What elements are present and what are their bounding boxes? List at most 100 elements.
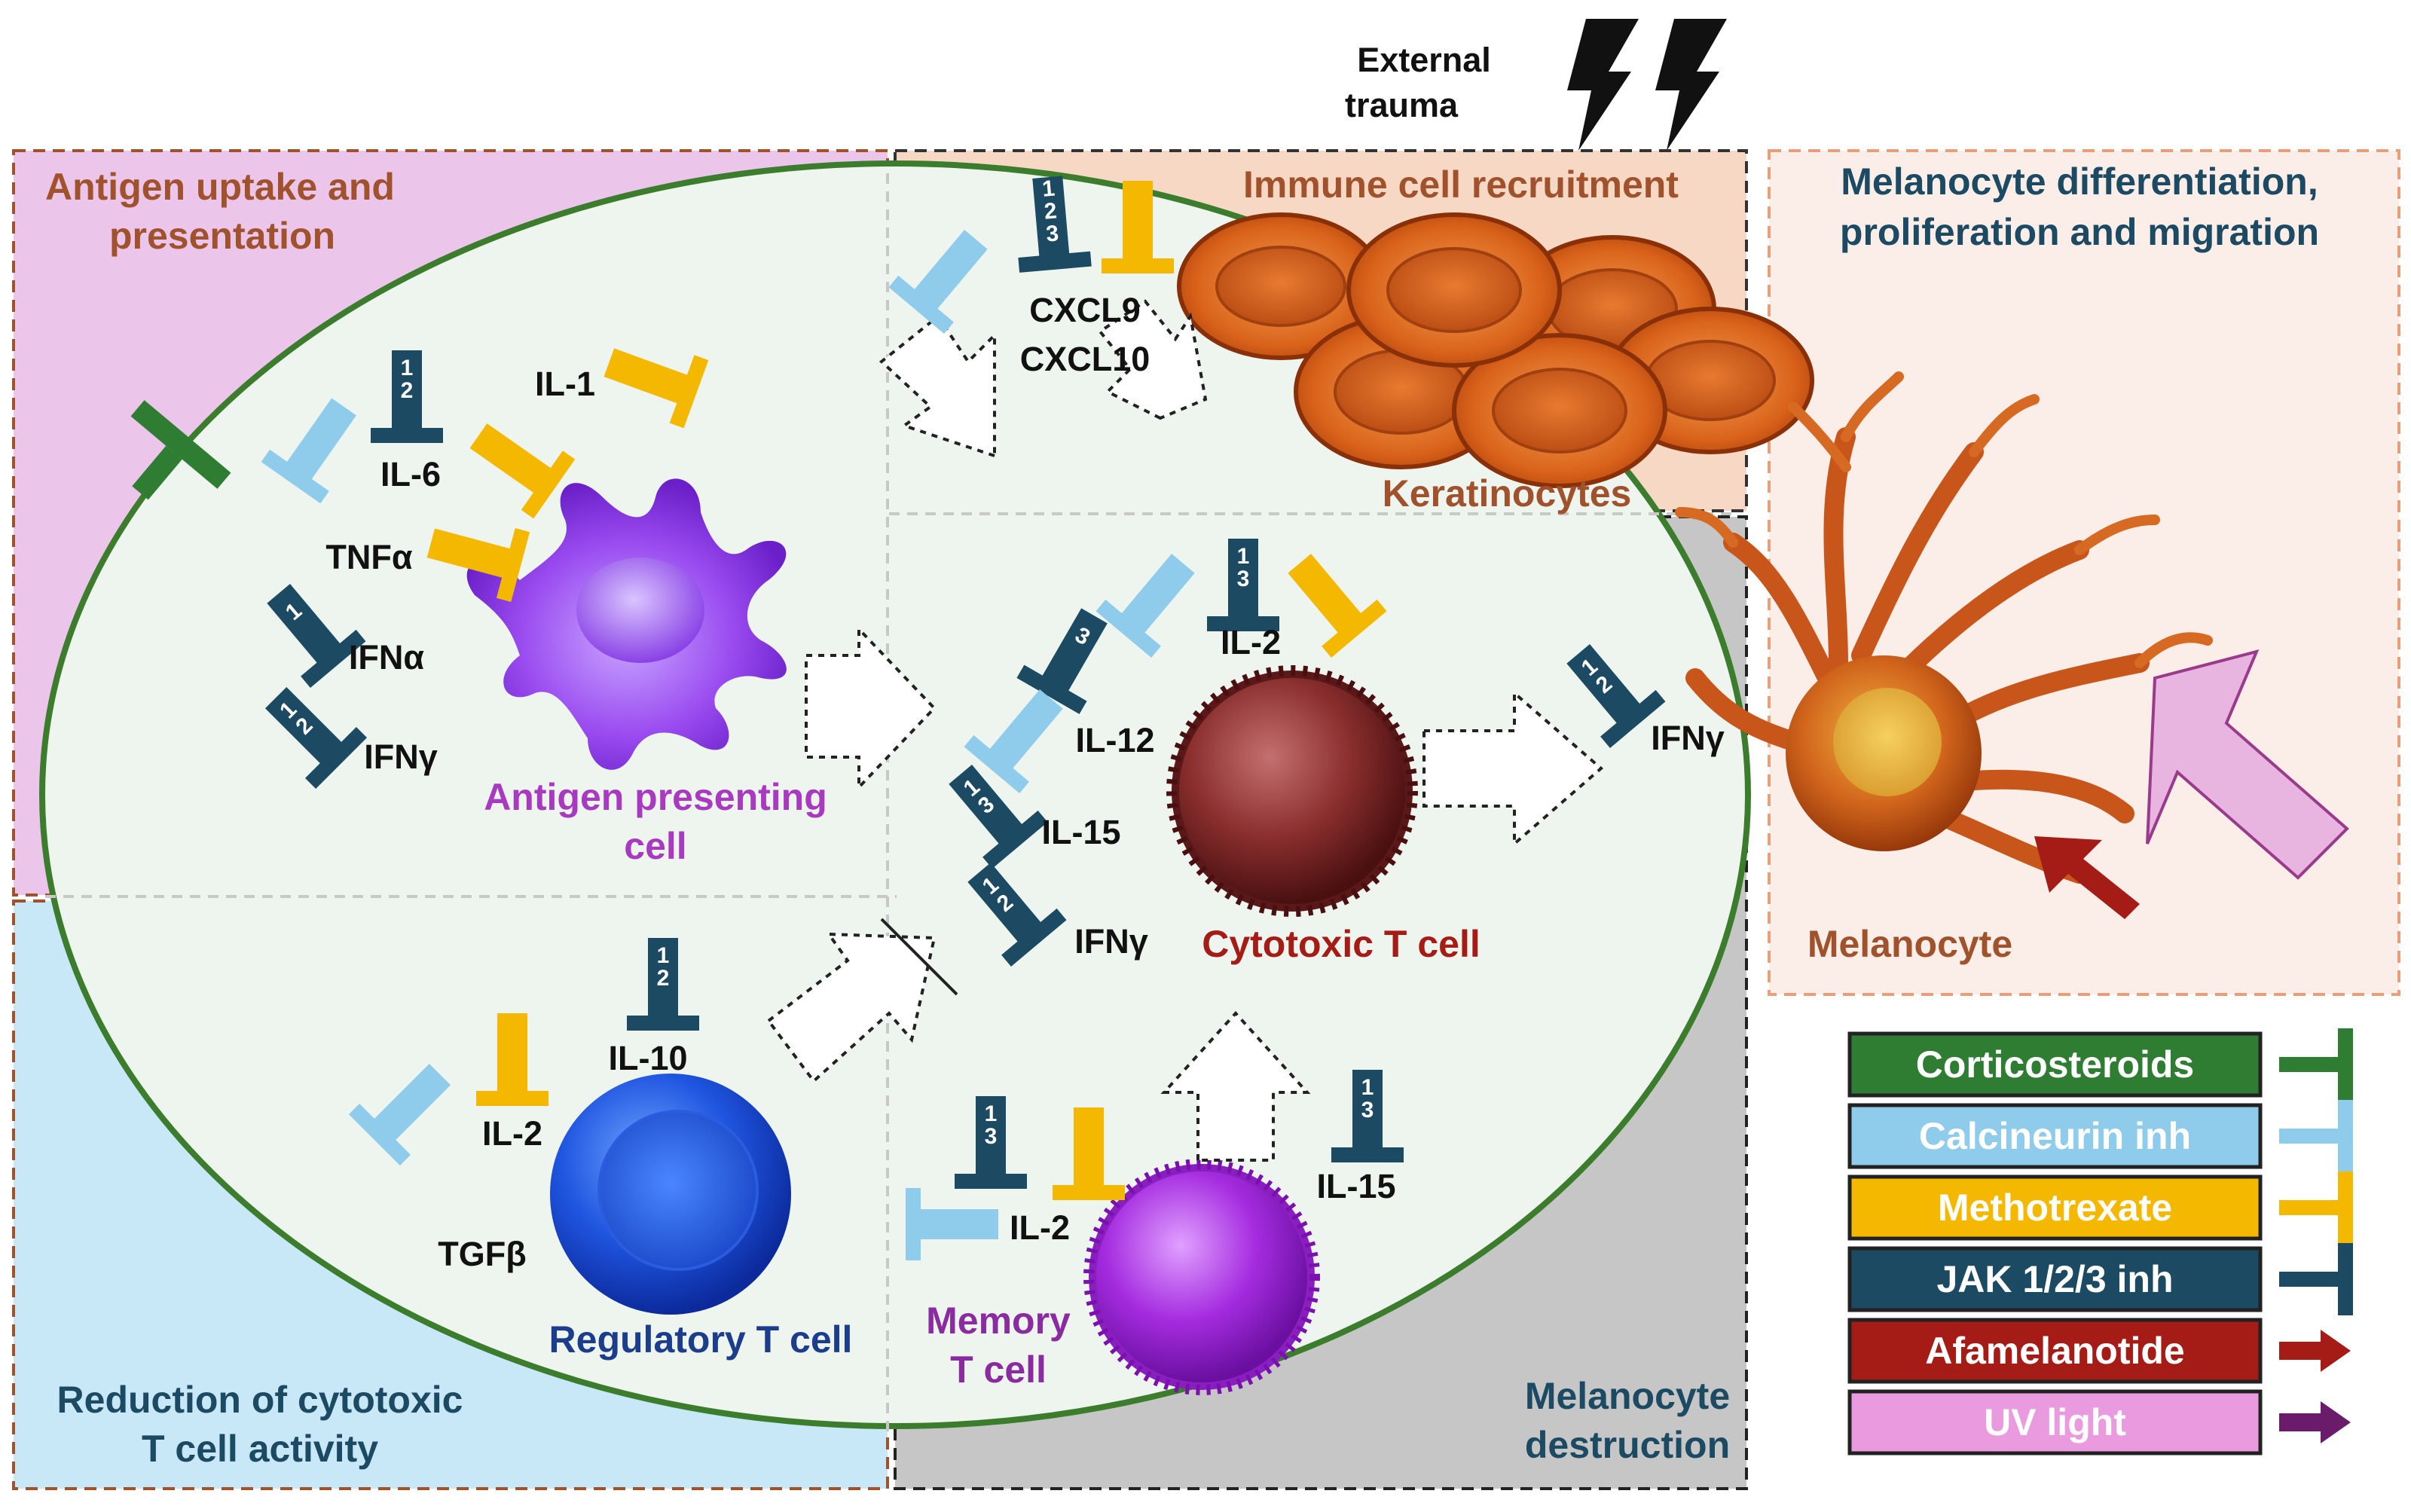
arrow-icon: [2279, 1401, 2351, 1443]
corticosteroid-inhibitor-icon: [130, 400, 231, 500]
memory-label: Memory: [926, 1300, 1071, 1342]
cytokine-ifng-apc: IFNγ: [364, 738, 438, 776]
legend-swatch: [1847, 1031, 2263, 1098]
regulatory-t-cell-image: [550, 1074, 791, 1315]
cytokine-il12: IL-12: [1075, 721, 1154, 759]
reduction-panel-title: Reduction of cytotoxic: [57, 1379, 463, 1421]
legend-swatch: [1847, 1389, 2263, 1455]
jak-number: 2: [401, 378, 414, 403]
cytokine-il6: IL-6: [380, 455, 441, 493]
methotrexate-inhibitor-icon: [1102, 181, 1174, 273]
legend-item: UV light: [1847, 1389, 2351, 1455]
jak-inhibitor-icon: 12: [371, 350, 443, 443]
immune-interaction-ellipse: [39, 160, 1751, 1429]
inhibitor-icon: [2279, 1028, 2353, 1101]
cytotoxic-label: Cytotoxic T cell: [1202, 923, 1481, 965]
cytotoxic-t-cell-image: [1166, 665, 1418, 917]
cytokine-ifng-ctl: IFNγ: [1074, 922, 1148, 961]
jak-number: 3: [1361, 1098, 1374, 1123]
afamelanotide-arrow: [2034, 836, 2140, 919]
jak-number: 2: [1043, 198, 1058, 224]
cytokine-tnfa: TNFα: [325, 538, 412, 576]
jak-number: 1: [1237, 544, 1250, 569]
memory-label-2: T cell: [950, 1349, 1047, 1391]
cytokine-ifna: IFNα: [349, 638, 424, 677]
calcineurin-inhibitor-icon: [906, 1188, 998, 1260]
flow-arrow-treg-to-ctl: [766, 932, 937, 1083]
trauma-label-2: trauma: [1345, 86, 1459, 124]
calcineurin-inhibitor-icon: [964, 689, 1063, 793]
jak-inhibitor-icon: 12: [1566, 644, 1666, 748]
cytokine-il1: IL-1: [535, 365, 595, 403]
trauma-label: External: [1357, 41, 1491, 79]
legend-label: UV light: [1984, 1401, 2126, 1443]
antigen-presenting-cell-image: [466, 478, 787, 770]
jak-inhibitor-icon: 12: [967, 863, 1067, 967]
destruction-panel-title-2: destruction: [1525, 1424, 1730, 1466]
flow-arrow-apc-to-ctl: [805, 625, 937, 791]
jak-inhibitor-icon: 13: [949, 765, 1048, 869]
jak-number: 1: [985, 1101, 998, 1126]
cytokine-tgfb: TGFβ: [438, 1235, 526, 1273]
melanocyte-image: [1675, 371, 2213, 884]
reduction-panel-title-2: T cell activity: [142, 1428, 378, 1470]
legend-label: Afamelanotide: [1925, 1330, 2185, 1372]
legend-swatch: [1847, 1318, 2263, 1384]
legend-item: Afamelanotide: [1847, 1318, 2351, 1384]
methotrexate-inhibitor-icon: [469, 423, 576, 519]
cytokine-cxcl9: CXCL9: [1029, 291, 1141, 329]
legend-label: JAK 1/2/3 inh: [1937, 1258, 2174, 1300]
flow-arrow-memory-to-ctl: [1160, 1011, 1311, 1162]
jak-inhibitor-icon: 12: [627, 938, 699, 1031]
cytokine-il2-ctl: IL-2: [1221, 623, 1281, 661]
keratinocytes-image: [1177, 212, 1814, 488]
immune-panel-title: Immune cell recruitment: [1243, 163, 1679, 206]
antigen-panel-title: Antigen uptake and: [45, 166, 395, 208]
cytokine-il2-mem: IL-2: [1010, 1208, 1070, 1247]
flow-arrow-ctl-to-ifng: [1422, 689, 1604, 848]
melanocyte-label: Melanocyte: [1807, 923, 2012, 965]
jak-inhibitor-icon: 12: [264, 686, 368, 790]
flow-arrow-cxcl-to-ctl: [1098, 299, 1208, 420]
inhibitor-icon: [2279, 1171, 2353, 1244]
cytokine-il15-mem: IL-15: [1316, 1167, 1395, 1205]
treg-inhibition-bar: [880, 918, 958, 996]
methotrexate-inhibitor-icon: [476, 1013, 549, 1106]
legend-label: Methotrexate: [1938, 1187, 2172, 1229]
uv-light-arrow: [2146, 649, 2349, 880]
legend-item: Calcineurin inh: [1847, 1100, 2353, 1172]
calcineurin-inhibitor-icon: [261, 398, 356, 504]
legend-swatch: [1847, 1174, 2263, 1241]
apc-label-2: cell: [624, 825, 686, 867]
melanocyte-panel-title-2: proliferation and migration: [1840, 211, 2319, 253]
legend-item: JAK 1/2/3 inh: [1847, 1243, 2353, 1315]
apc-label: Antigen presenting: [484, 776, 827, 818]
lightning-icon: [1567, 19, 1727, 151]
jak-number: 1: [657, 943, 670, 968]
legend-swatch: [1847, 1246, 2263, 1312]
cytokine-il15-ctl: IL-15: [1041, 813, 1120, 851]
jak-number: 3: [1237, 567, 1250, 591]
legend-label: Corticosteroids: [1916, 1043, 2195, 1086]
jak-inhibitor-icon: 13: [1207, 539, 1279, 631]
jak-inhibitor-icon: 3: [1016, 608, 1108, 714]
melanocyte-panel-title: Melanocyte differentiation,: [1841, 160, 2318, 203]
memory-t-cell-image: [1083, 1159, 1320, 1395]
jak-number: 3: [1045, 221, 1060, 246]
calcineurin-inhibitor-icon: [348, 1063, 451, 1166]
arrow-icon: [2279, 1330, 2351, 1372]
methotrexate-inhibitor-icon: [604, 348, 709, 429]
jak-inhibitor-icon: 1: [267, 584, 366, 688]
jak-inhibitor-icon: 123: [1018, 176, 1092, 273]
inhibitor-icon: [2279, 1100, 2353, 1172]
destruction-panel-title: Melanocyte: [1525, 1375, 1730, 1417]
calcineurin-inhibitor-icon: [888, 230, 988, 334]
legend-item: Methotrexate: [1847, 1171, 2353, 1244]
methotrexate-inhibitor-icon: [1288, 554, 1387, 658]
jak-number: 2: [657, 966, 670, 991]
methotrexate-inhibitor-icon: [1053, 1107, 1125, 1200]
jak-number: 1: [401, 356, 414, 380]
jak-inhibitor-icon: 13: [1331, 1070, 1404, 1162]
flow-arrow-cxcl-to-apc: [879, 314, 996, 458]
